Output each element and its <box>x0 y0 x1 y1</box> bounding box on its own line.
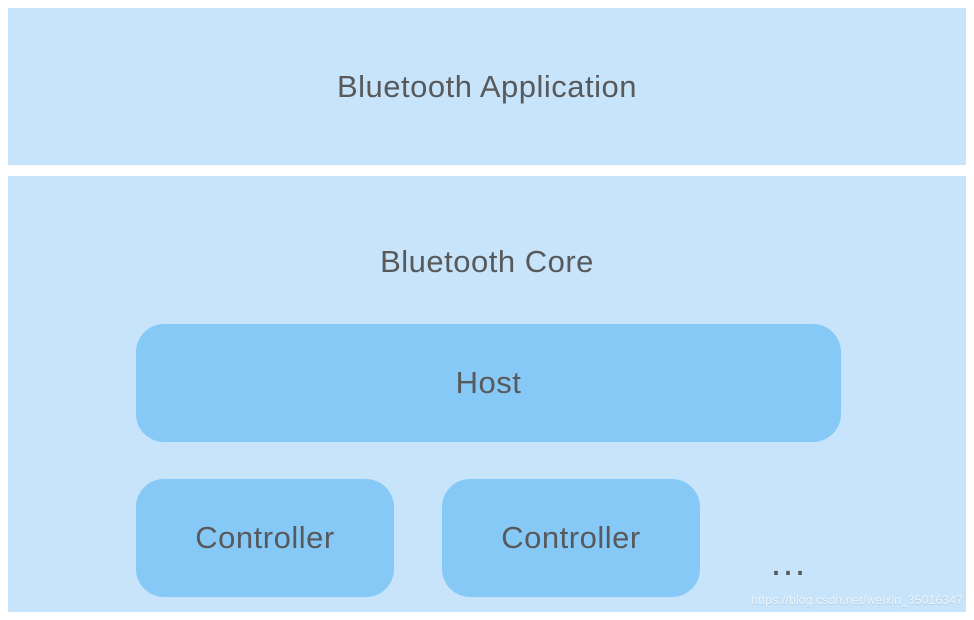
more-controllers-ellipsis: … <box>769 542 807 584</box>
controller-label-1: Controller <box>195 520 335 555</box>
watermark: https://blog.csdn.net/weixin_35016347 <box>751 593 963 607</box>
controller-label-2: Controller <box>501 520 641 555</box>
bluetooth-core-label: Bluetooth Core <box>380 244 594 279</box>
bluetooth-application-layer: Bluetooth Application <box>8 8 966 165</box>
host-block: Host <box>136 324 841 442</box>
controller-block-2: Controller <box>442 479 700 597</box>
host-label: Host <box>455 365 522 400</box>
bluetooth-core-layer: Bluetooth Core Host Controller Controlle… <box>8 176 966 612</box>
controller-block-1: Controller <box>136 479 394 597</box>
bluetooth-application-label: Bluetooth Application <box>336 68 638 104</box>
